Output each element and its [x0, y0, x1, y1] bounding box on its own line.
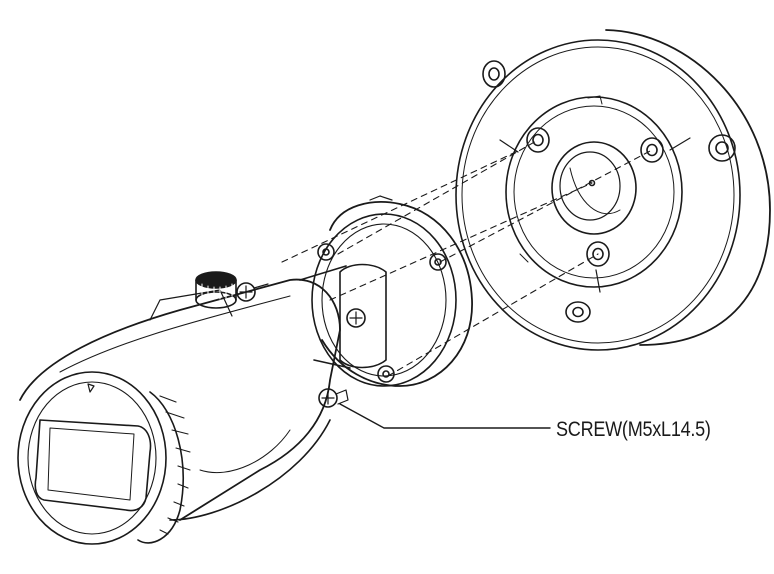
plate-screw-hole	[526, 127, 550, 153]
callout-leader-line	[339, 403, 551, 429]
wall-mount-plate	[455, 29, 771, 351]
adjustment-knob	[195, 271, 237, 309]
screw-callout-label: SCREW(M5xL14.5)	[556, 418, 711, 441]
top-screw	[236, 282, 269, 302]
bullet-camera	[17, 271, 349, 545]
camera-mount-flange	[299, 195, 473, 387]
lens-window	[34, 419, 152, 512]
plate-screw-hole	[586, 241, 610, 267]
wall-anchor-hole	[708, 134, 736, 162]
wall-anchor-hole	[482, 60, 506, 88]
flange-screw	[317, 243, 335, 261]
alignment-guides	[281, 139, 653, 377]
flange-screw	[429, 253, 447, 271]
plate-screw-hole	[640, 137, 664, 163]
wall-anchor-hole	[565, 301, 591, 323]
flange-screw	[377, 365, 395, 383]
neck-screw	[346, 308, 366, 328]
screw-m5-callout-target	[318, 388, 349, 408]
